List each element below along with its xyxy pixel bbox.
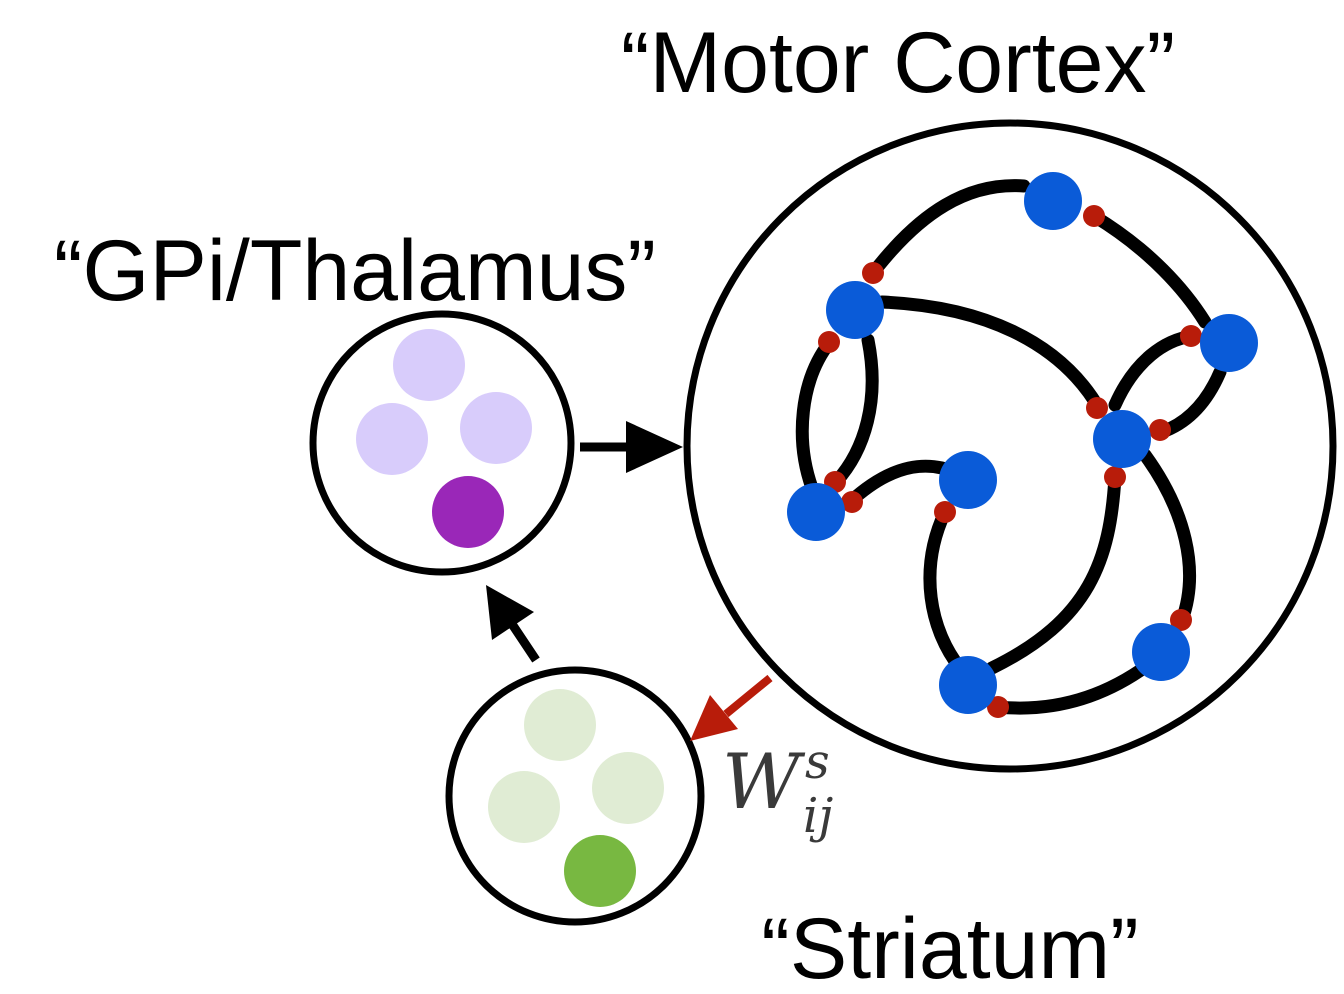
cortex-neuron — [1200, 314, 1258, 372]
synapse — [818, 331, 840, 353]
striatum-neuron-faded — [488, 771, 560, 843]
cortex-edge-a-d — [875, 295, 1107, 417]
striatum-neuron-faded — [524, 689, 596, 761]
striatum-circle — [445, 666, 705, 926]
gpi-neuron-active — [432, 476, 504, 548]
cortex-edge-e-f — [843, 459, 949, 509]
motor-cortex-circle — [683, 119, 1337, 773]
gpi-thalamus-title: “GPi/Thalamus” — [54, 223, 656, 319]
motor-cortex-title: “Motor Cortex” — [621, 15, 1175, 111]
cortex-edge-f-g — [923, 505, 967, 675]
striatum-neuron-faded — [592, 752, 664, 824]
synapse — [987, 696, 1009, 718]
gpi-neuron-faded — [393, 329, 465, 401]
cortex-edge-d-h — [1138, 448, 1197, 627]
synapse — [1086, 397, 1108, 419]
synapse — [934, 501, 956, 523]
synapse — [1180, 325, 1202, 347]
synapse — [1083, 205, 1105, 227]
cortex-neurons — [787, 172, 1258, 714]
cortex-neuron — [826, 281, 884, 339]
synapse — [1104, 466, 1126, 488]
weight-symbol: W — [722, 737, 806, 826]
cortex-edge-h-g — [991, 658, 1155, 715]
striatum-title: “Striatum” — [761, 901, 1138, 994]
cortex-neuron — [939, 451, 997, 509]
cortex-edge-c-d — [1155, 365, 1227, 439]
cortex-edge-d-c — [1108, 329, 1199, 412]
cortex-edge-a-b — [866, 179, 1031, 280]
weight-superscript: s — [805, 734, 830, 790]
cortex-edge-e-a — [829, 333, 879, 489]
cortex-to-striatum-arrow — [690, 674, 773, 741]
cortex-neuron — [1024, 172, 1082, 230]
cortex-synapses — [818, 205, 1202, 718]
gpi-to-cortex-arrow — [580, 421, 683, 473]
synapse — [841, 491, 863, 513]
cortex-neuron — [1093, 410, 1151, 468]
weight-subscript: ij — [803, 788, 833, 844]
cortex-edge-g-d — [985, 470, 1122, 675]
gpi-thalamus-circle — [309, 310, 575, 576]
cortex-neuron — [939, 656, 997, 714]
cortex-edge-b-c — [1087, 209, 1212, 329]
synapse — [1170, 609, 1192, 631]
synapse — [862, 262, 884, 284]
cortex-neuron — [787, 483, 845, 541]
striatum-to-gpi-arrow — [486, 585, 540, 663]
cortex-neuron — [1132, 623, 1190, 681]
synapse — [1149, 419, 1171, 441]
gpi-neuron-faded — [356, 403, 428, 475]
cortex-edge-a-e — [795, 335, 837, 495]
gpi-neuron-faded — [460, 392, 532, 464]
striatum-neuron-active — [564, 835, 636, 907]
cortex-connections — [795, 179, 1227, 715]
